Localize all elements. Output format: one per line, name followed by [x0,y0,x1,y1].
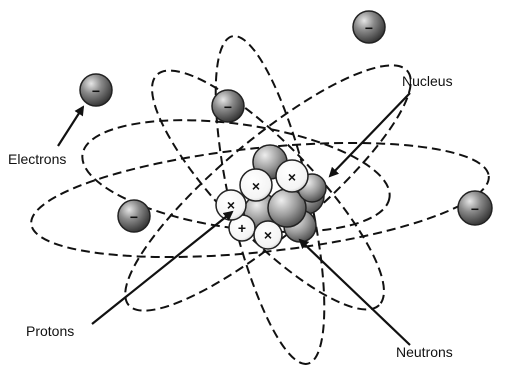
svg-text:+: + [238,220,246,236]
proton: × [253,220,283,250]
electron: − [352,10,386,44]
svg-text:×: × [227,197,235,213]
electron: − [211,89,245,123]
labels: Electrons Nucleus Protons Neutrons [8,73,453,360]
svg-text:−: − [130,209,138,225]
nucleus-label: Nucleus [402,73,453,89]
electrons: − − − − − [79,10,493,233]
svg-text:×: × [252,178,260,194]
svg-text:−: − [471,201,479,217]
svg-text:−: − [224,99,232,115]
protons-arrow [91,210,234,325]
svg-text:×: × [264,227,272,243]
electron: − [79,73,113,107]
electrons-arrow [57,105,85,147]
svg-text:×: × [288,169,296,185]
protons-label: Protons [26,323,74,339]
svg-text:−: − [365,20,373,36]
electron: − [457,190,493,226]
neutrons-arrow [298,238,411,346]
nucleus-arrow [328,92,411,178]
svg-text:−: − [92,83,100,99]
proton: × [239,168,273,202]
electrons-label: Electrons [8,151,66,167]
proton: × [275,159,309,193]
electron: − [117,199,151,233]
nucleus: + × × × × [215,144,327,250]
proton: × [215,189,247,221]
neutrons-label: Neutrons [396,344,453,360]
pointer-arrows [57,92,411,346]
